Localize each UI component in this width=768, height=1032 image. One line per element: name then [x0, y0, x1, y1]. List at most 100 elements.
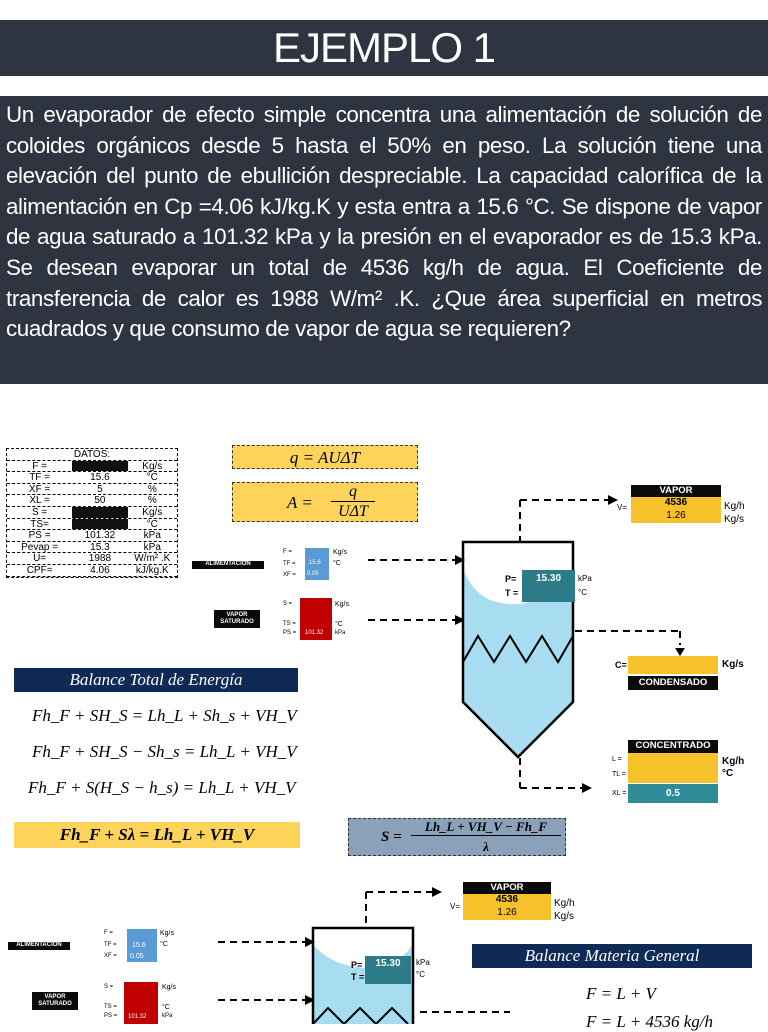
- datos-value: [72, 506, 128, 518]
- datos-value: 15.6: [90, 472, 110, 484]
- v-unit-kgs-2: Kg/s: [554, 911, 575, 922]
- xl-label: XL =: [612, 790, 627, 797]
- s-unit: Kg/s: [335, 601, 350, 608]
- tf-unit-2: °C: [160, 941, 168, 948]
- datos-key: CPF=: [26, 564, 53, 576]
- l-label: L =: [612, 756, 622, 763]
- datos-row: F =Kg/s: [7, 460, 177, 473]
- t-label: T =: [505, 588, 519, 598]
- datos-value: [72, 518, 128, 530]
- formula-a-den: UΔT: [338, 503, 368, 520]
- datos-value: 15.3: [90, 541, 110, 553]
- datos-key: PS =: [28, 530, 51, 542]
- datos-row: Pevap = 15.3 kPa: [7, 542, 177, 554]
- material-eq-2: F = L + 4536 kg/h: [586, 1012, 713, 1031]
- vapor-saturado-box: [300, 598, 332, 640]
- formula-a-lhs: A =: [287, 493, 313, 512]
- vapor-saturado-label-2: VAPOR SATURADO: [32, 992, 78, 1010]
- alimentacion-label-2: ALIMENTACIÓN: [8, 942, 70, 950]
- datos-row: XL = 50%: [7, 495, 177, 507]
- datos-key: Pevap =: [21, 541, 59, 553]
- tl-label: TL =: [612, 771, 626, 778]
- page-title: EJEMPLO 1: [0, 20, 768, 76]
- f-unit: Kg/s: [333, 549, 348, 556]
- tf-label-2: TF =: [104, 942, 117, 948]
- datos-row: TS= °C: [7, 518, 177, 531]
- p-label-2: P=: [351, 960, 363, 970]
- condensado-label: CONDENSADO: [628, 676, 718, 690]
- p-value-2: 15.30: [365, 956, 411, 972]
- c-box: [628, 656, 718, 674]
- datos-unit: %: [147, 483, 157, 495]
- equation-4: Fh_F + Sλ = Lh_L + VH_V: [14, 822, 300, 848]
- p-unit-2: kPa: [416, 958, 430, 967]
- equation-5: S = Lh_L + VH_V − Fh_F λ: [348, 818, 566, 856]
- t-unit-2: °C: [416, 970, 425, 979]
- datos-unit: Kg/s: [142, 506, 163, 518]
- material-eq-1: F = L + V: [586, 984, 656, 1003]
- f-label-2: F =: [104, 930, 113, 936]
- equation-5-num: Lh_L + VH_V − Fh_F: [411, 819, 561, 836]
- datos-value: 50: [94, 495, 106, 507]
- datos-unit: W/m² .K: [134, 553, 171, 565]
- equation-1: Fh_F + SH_S = Lh_L + Sh_s + VH_V: [32, 706, 297, 725]
- v-kgh: 4536: [631, 497, 721, 510]
- t-box: [522, 588, 575, 602]
- evaporator-diagram-1: [368, 495, 685, 793]
- xf-label: XF =: [283, 572, 296, 578]
- ps-value: 101.32: [305, 630, 324, 636]
- v-kgs-2: 1.26: [463, 907, 551, 920]
- datos-key: XF =: [28, 483, 51, 495]
- datos-header: DATOS:: [73, 449, 111, 460]
- datos-value: 4.06: [90, 564, 110, 576]
- ts-unit: °C: [335, 621, 343, 628]
- f-label: F =: [283, 549, 292, 555]
- datos-unit: %: [147, 495, 157, 507]
- equation-5-den: λ: [483, 839, 489, 854]
- datos-value: 1988: [88, 553, 112, 565]
- ps-unit-2: kPa: [162, 1013, 173, 1019]
- s-label-2: S =: [104, 984, 114, 990]
- ts-label-2: TS =: [104, 1004, 117, 1010]
- datos-value: [72, 460, 128, 472]
- xl-value: 0.5: [628, 784, 718, 803]
- tf-label: TF =: [283, 561, 296, 567]
- datos-unit: °C: [146, 518, 158, 530]
- v-unit-kgh: Kg/h: [724, 501, 745, 512]
- equation-3: Fh_F + S(H_S − h_s) = Lh_L + VH_V: [28, 778, 296, 797]
- balance-energia-title: Balance Total de Energía: [14, 668, 298, 692]
- xf-label-2: XF =: [104, 953, 117, 959]
- formula-a: A = q UΔT: [232, 482, 418, 522]
- datos-row: S = Kg/s: [7, 506, 177, 519]
- datos-key: TF =: [29, 472, 51, 484]
- v-label: V=: [617, 503, 628, 512]
- formula-q: q = AUΔT: [232, 445, 418, 469]
- datos-key: F =: [32, 460, 47, 472]
- tf-value: 15.6: [309, 560, 321, 566]
- vapor-generado-label-2: VAPOR GENERADO: [463, 882, 551, 904]
- datos-unit: °C: [146, 472, 158, 484]
- datos-value: 5: [97, 483, 103, 495]
- v-unit-kgs: Kg/s: [724, 514, 745, 525]
- ps-label-2: PS =: [104, 1013, 118, 1019]
- vapor-generado-label: VAPOR GENERADO: [631, 485, 721, 507]
- ps-unit: kPa: [335, 630, 346, 636]
- s-label: S =: [283, 601, 293, 607]
- datos-key: XL =: [29, 495, 50, 507]
- c-label: C=: [615, 660, 627, 670]
- datos-row: U= 1988 W/m² .K: [7, 553, 177, 565]
- t-label-2: T =: [351, 972, 365, 982]
- datos-key: U=: [33, 553, 47, 565]
- ts-unit-2: °C: [162, 1004, 170, 1011]
- tf-value-2: 15.6: [132, 942, 146, 949]
- tf-unit: °C: [333, 560, 341, 567]
- problem-statement: Un evaporador de efecto simple concentra…: [0, 96, 768, 384]
- s-unit-2: Kg/s: [162, 984, 177, 991]
- formula-a-num: q: [331, 483, 375, 502]
- datos-unit: kPa: [143, 541, 161, 553]
- concentrado-box: [628, 753, 718, 783]
- datos-key: S =: [31, 506, 48, 518]
- datos-key: TS=: [30, 518, 49, 530]
